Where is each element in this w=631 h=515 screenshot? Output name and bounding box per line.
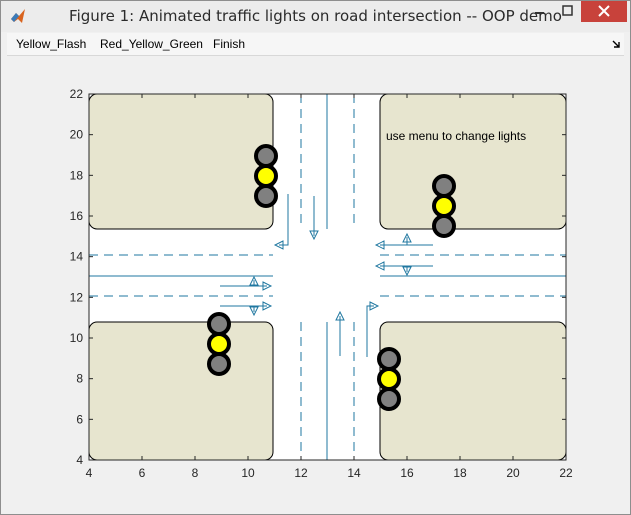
x-tick-label: 18 <box>453 466 467 480</box>
x-tick-label: 22 <box>559 466 573 480</box>
maximize-icon <box>562 5 573 16</box>
close-button[interactable] <box>581 1 627 22</box>
y-tick-label: 20 <box>70 128 84 142</box>
block-top-right <box>379 93 567 230</box>
y-tick-label: 22 <box>70 87 84 101</box>
traffic-light-bottom-right[interactable] <box>377 347 401 411</box>
traffic-light-top-left[interactable] <box>254 144 278 208</box>
block-top-left <box>88 93 274 230</box>
axes-frame <box>88 93 567 461</box>
y-tick-label: 18 <box>70 168 84 182</box>
y-tick-label: 12 <box>70 290 84 304</box>
traffic-light-bottom-left[interactable] <box>207 312 231 376</box>
minimize-button[interactable] <box>526 1 553 22</box>
x-tick-label: 8 <box>192 466 199 480</box>
y-tick-labels: 22 20 18 16 14 12 10 8 6 4 <box>70 87 84 467</box>
plot-axes[interactable]: use menu to change lights 46810121416182… <box>7 56 624 508</box>
window-title: Figure 1: Animated traffic lights on roa… <box>69 7 562 25</box>
menu-finish[interactable]: Finish <box>213 37 246 51</box>
y-tick-label: 6 <box>76 412 83 426</box>
x-tick-label: 10 <box>241 466 255 480</box>
annotation-text: use menu to change lights <box>386 129 526 143</box>
x-tick-label: 14 <box>347 466 361 480</box>
close-icon <box>598 5 610 17</box>
block-bottom-right <box>379 321 567 461</box>
x-tick-label: 6 <box>139 466 146 480</box>
y-tick-label: 14 <box>70 250 84 264</box>
lane-arrows <box>220 194 433 357</box>
y-tick-label: 4 <box>76 453 83 467</box>
menu-red-yellow-green[interactable]: Red_Yellow_Green <box>100 37 203 51</box>
block-bottom-left <box>88 321 274 461</box>
y-tick-label: 10 <box>70 331 84 345</box>
y-tick-label: 16 <box>70 209 84 223</box>
x-tick-label: 12 <box>294 466 308 480</box>
x-tick-label: 20 <box>506 466 520 480</box>
minimize-icon <box>535 12 544 14</box>
x-tick-label: 4 <box>86 466 93 480</box>
road-markings <box>89 94 566 460</box>
x-tick-label: 16 <box>400 466 414 480</box>
traffic-light-top-right[interactable] <box>432 174 456 238</box>
axis-ticks <box>88 93 567 461</box>
title-bar[interactable]: Figure 1: Animated traffic lights on roa… <box>1 1 630 32</box>
matlab-icon <box>11 9 25 23</box>
x-tick-labels: 4 6 8 10 12 14 16 18 20 22 <box>86 466 573 480</box>
menu-bar: Yellow_Flash Red_Yellow_Green Finish <box>7 33 624 56</box>
menu-yellow-flash[interactable]: Yellow_Flash <box>16 37 87 51</box>
maximize-button[interactable] <box>554 1 581 22</box>
dock-arrow-icon[interactable] <box>610 38 622 50</box>
y-tick-label: 8 <box>76 372 83 386</box>
